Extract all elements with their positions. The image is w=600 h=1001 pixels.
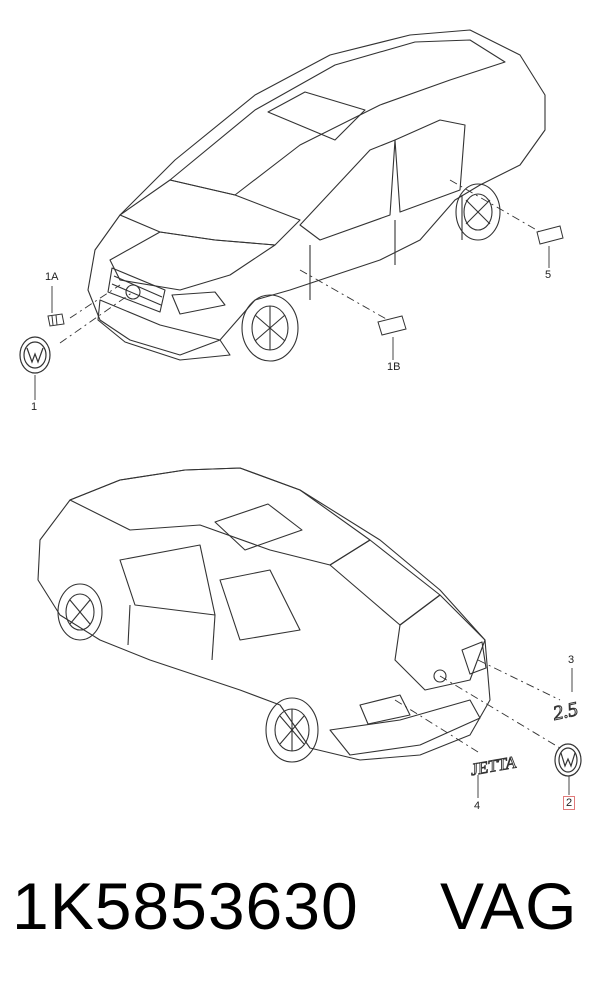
- leader-lines-rear: [394, 659, 561, 753]
- parts-diagram: 2.5 JETTA: [19, 29, 582, 798]
- part-number: 1K5853630: [12, 869, 359, 943]
- callout-ticks-front: [34, 246, 550, 400]
- jetta-script-badge: JETTA: [469, 753, 518, 780]
- callout-1A: 1A: [45, 271, 59, 283]
- callout-3: 3: [568, 654, 575, 666]
- part-2-emblem-shape: [554, 743, 582, 777]
- footer: 1K5853630 VAG: [0, 868, 600, 978]
- callout-4: 4: [474, 800, 481, 812]
- tsi-script-badge: 2.5: [551, 698, 580, 725]
- car-front-view: [87, 29, 546, 362]
- part-1A-clip-shape: [47, 313, 65, 327]
- callout-1B: 1B: [387, 361, 401, 373]
- callout-1: 1: [31, 401, 38, 413]
- car-rear-view: [37, 467, 491, 763]
- part-5-plate-shape: [536, 225, 564, 245]
- callout-ticks-rear: [477, 668, 573, 798]
- part-4-badge: JETTA: [468, 752, 518, 780]
- part-1B-plate-shape: [377, 315, 407, 336]
- brand-name: VAG: [440, 869, 578, 943]
- callout-2-highlighted: 2: [563, 796, 576, 810]
- part-3-badge: 2.5: [550, 698, 580, 726]
- part-1-emblem-shape: [19, 336, 51, 374]
- leader-lines-front: [59, 179, 541, 344]
- callout-5: 5: [545, 269, 552, 281]
